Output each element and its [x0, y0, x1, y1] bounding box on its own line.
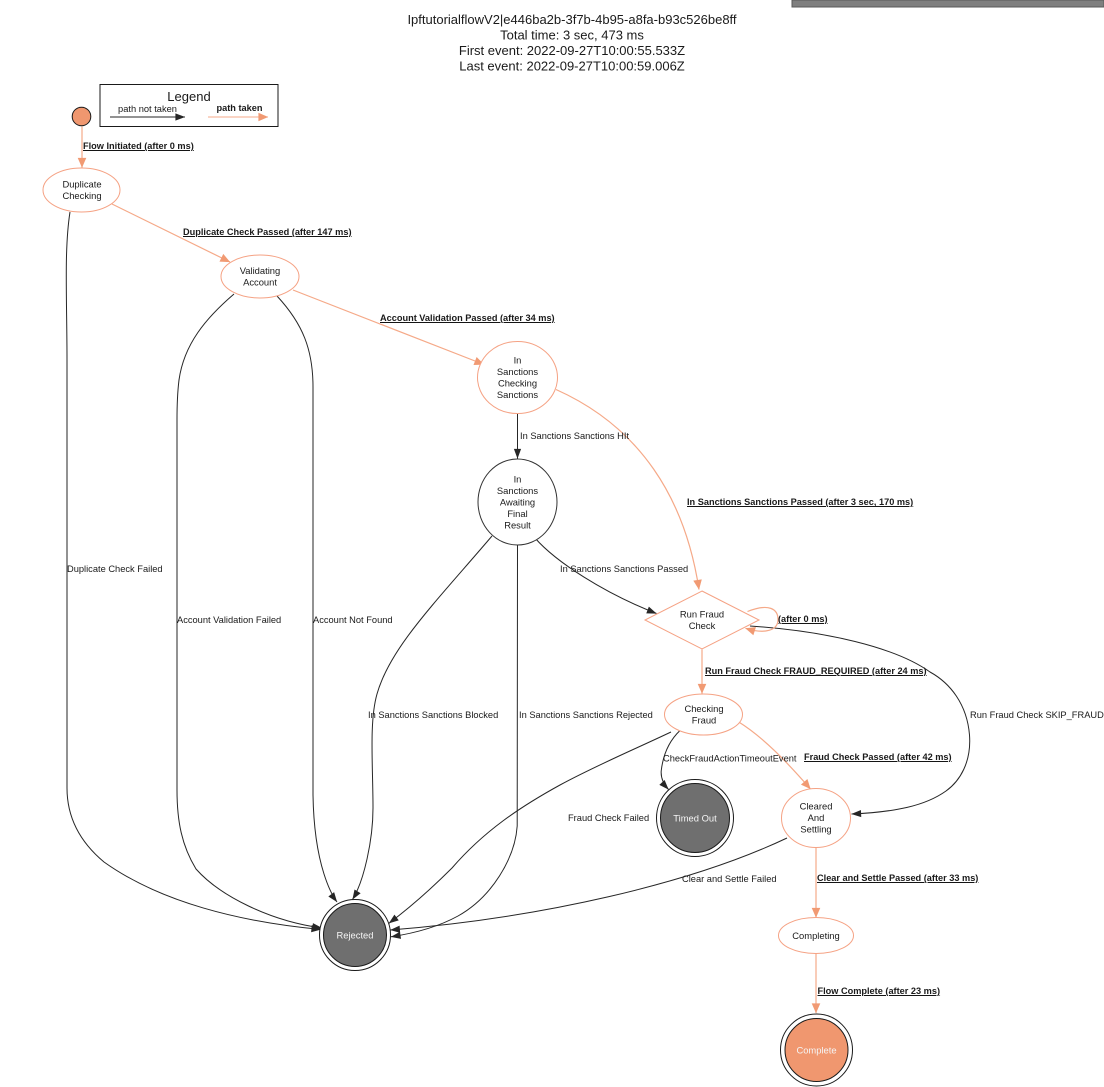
svg-text:Validating: Validating [240, 265, 280, 276]
svg-text:In Sanctions Sanctions Blocked: In Sanctions Sanctions Blocked [368, 710, 498, 720]
svg-text:Timed Out: Timed Out [673, 813, 717, 824]
svg-text:In Sanctions Sanctions HIt: In Sanctions Sanctions HIt [520, 431, 629, 441]
svg-text:Fraud Check Passed (after 42 m: Fraud Check Passed (after 42 ms) [804, 752, 952, 762]
svg-text:Flow Complete (after 23 ms): Flow Complete (after 23 ms) [818, 986, 941, 996]
svg-text:In Sanctions Sanctions Passed: In Sanctions Sanctions Passed [560, 564, 688, 574]
svg-text:path not taken: path not taken [118, 104, 177, 114]
svg-text:Last event: 2022-09-27T10:00:5: Last event: 2022-09-27T10:00:59.006Z [459, 59, 685, 74]
svg-text:Rejected: Rejected [336, 930, 373, 941]
svg-text:Run Fraud: Run Fraud [680, 609, 724, 620]
svg-text:Fraud Check Failed: Fraud Check Failed [568, 813, 649, 823]
svg-text:Checking: Checking [684, 703, 723, 714]
svg-text:Awaiting: Awaiting [500, 497, 535, 508]
svg-text:In Sanctions Sanctions Rejecte: In Sanctions Sanctions Rejected [519, 710, 653, 720]
svg-text:Account: Account [243, 277, 277, 288]
svg-text:Run Fraud Check SKIP_FRAUD: Run Fraud Check SKIP_FRAUD [970, 710, 1104, 720]
svg-text:Total time: 3 sec, 473 ms: Total time: 3 sec, 473 ms [500, 28, 644, 43]
svg-text:Settling: Settling [800, 824, 831, 835]
svg-text:Run Fraud Check FRAUD_REQUIRED: Run Fraud Check FRAUD_REQUIRED (after 24… [705, 666, 927, 676]
svg-text:In: In [514, 474, 522, 485]
svg-text:path taken: path taken [217, 103, 263, 113]
svg-text:Account Not Found: Account Not Found [313, 615, 393, 625]
svg-text:Account Validation Failed: Account Validation Failed [177, 615, 281, 625]
svg-text:Cleared: Cleared [800, 801, 833, 812]
svg-text:Clear and Settle Failed: Clear and Settle Failed [682, 874, 777, 884]
svg-text:Sanctions: Sanctions [497, 485, 538, 496]
svg-text:Complete: Complete [796, 1045, 836, 1056]
svg-text:Result: Result [504, 520, 531, 531]
svg-text:Checking: Checking [62, 190, 101, 201]
svg-text:Flow Initiated (after 0 ms): Flow Initiated (after 0 ms) [83, 141, 194, 151]
svg-text:Checking: Checking [498, 378, 537, 389]
svg-text:CheckFraudActionTimeoutEvent: CheckFraudActionTimeoutEvent [663, 754, 797, 764]
svg-text:Clear and Settle Passed (after: Clear and Settle Passed (after 33 ms) [817, 873, 978, 883]
svg-text:Duplicate Check Passed (after: Duplicate Check Passed (after 147 ms) [183, 227, 352, 237]
svg-text:First event: 2022-09-27T10:00:: First event: 2022-09-27T10:00:55.533Z [459, 43, 685, 58]
svg-text:(after 0 ms): (after 0 ms) [778, 614, 828, 624]
svg-text:Fraud: Fraud [692, 715, 717, 726]
svg-text:In: In [514, 355, 522, 366]
svg-text:Final: Final [507, 508, 527, 519]
svg-text:Sanctions: Sanctions [497, 389, 538, 400]
svg-text:IpftutorialflowV2|e446ba2b-3f7: IpftutorialflowV2|e446ba2b-3f7b-4b95-a8f… [407, 12, 736, 27]
svg-text:In Sanctions Sanctions Passed: In Sanctions Sanctions Passed (after 3 s… [687, 497, 913, 507]
svg-text:And: And [808, 812, 825, 823]
svg-text:Check: Check [689, 620, 716, 631]
svg-text:Legend: Legend [167, 89, 210, 104]
svg-text:Completing: Completing [792, 930, 839, 941]
svg-text:Sanctions: Sanctions [497, 366, 538, 377]
svg-text:Account Validation Passed (aft: Account Validation Passed (after 34 ms) [380, 313, 555, 323]
svg-text:Duplicate: Duplicate [62, 179, 101, 190]
svg-text:Duplicate Check Failed: Duplicate Check Failed [67, 564, 163, 574]
